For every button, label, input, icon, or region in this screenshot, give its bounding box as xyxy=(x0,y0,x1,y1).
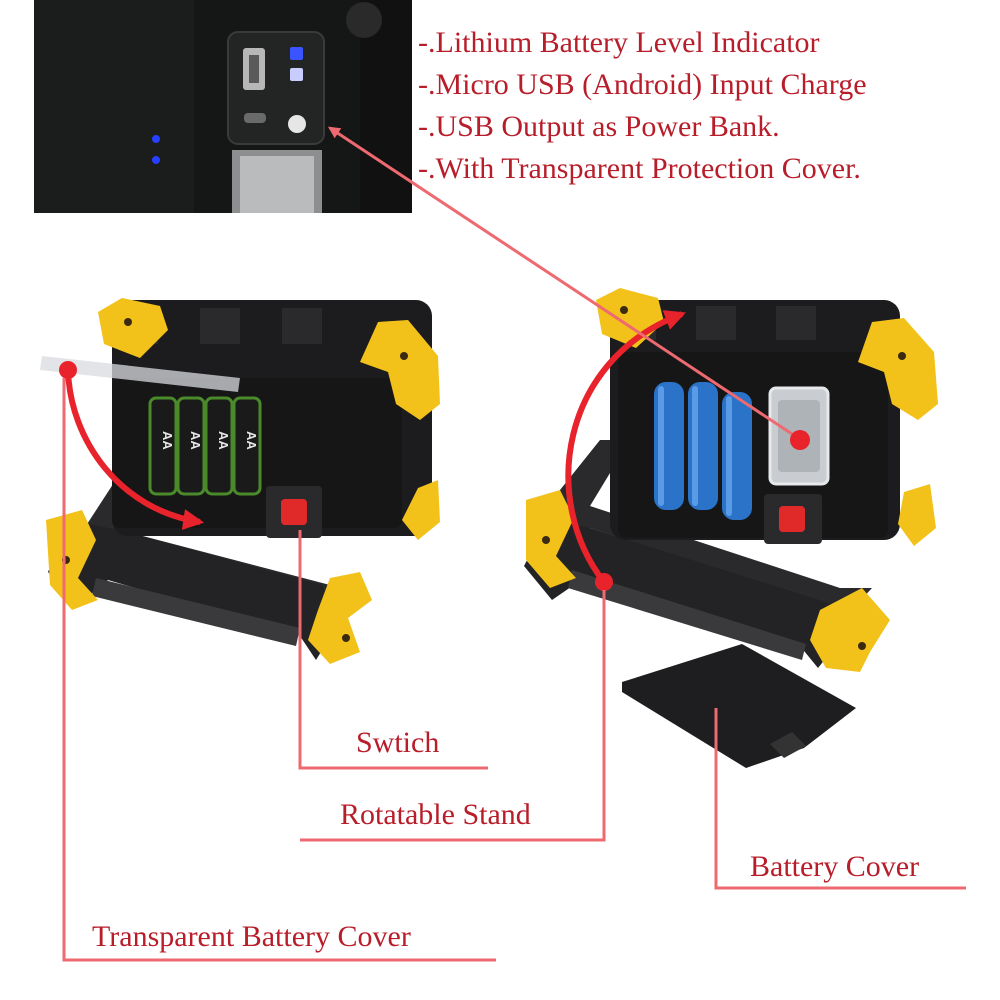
rotatable-stand-label: Rotatable Stand xyxy=(340,798,531,831)
transparent-battery-cover-label: Transparent Battery Cover xyxy=(92,920,411,953)
feature-line-3: -.USB Output as Power Bank. xyxy=(418,110,780,143)
lithium-cells xyxy=(654,382,752,520)
left-device: AA AA AA AA xyxy=(40,298,440,664)
aa-battery-label: AA xyxy=(216,431,231,450)
aa-batteries: AA AA AA AA xyxy=(148,396,262,496)
aa-battery-label: AA xyxy=(244,431,259,450)
white-led-icon xyxy=(288,115,306,133)
rotation-arrow-icon xyxy=(65,369,205,530)
blue-led-icon xyxy=(290,47,303,60)
feature-line-4: -.With Transparent Protection Cover. xyxy=(418,152,861,185)
feature-line-2: -.Micro USB (Android) Input Charge xyxy=(418,68,867,101)
micro-usb-port-icon xyxy=(244,113,266,123)
blue-led-icon xyxy=(290,68,303,81)
red-switch-icon xyxy=(281,499,307,525)
leader-lines xyxy=(62,126,966,962)
rotation-arrows xyxy=(59,310,686,591)
rotation-arrow-icon xyxy=(565,310,686,584)
battery-cover-plate xyxy=(622,644,856,768)
switch-label: Swtich xyxy=(356,726,440,759)
red-switch-icon xyxy=(779,506,805,532)
feature-line-1: -.Lithium Battery Level Indicator xyxy=(418,26,820,59)
battery-cover-label: Battery Cover xyxy=(750,850,920,883)
aa-battery-label: AA xyxy=(188,431,203,450)
inset-photo xyxy=(34,0,412,213)
aa-battery-label: AA xyxy=(160,431,175,450)
right-device xyxy=(524,288,938,672)
